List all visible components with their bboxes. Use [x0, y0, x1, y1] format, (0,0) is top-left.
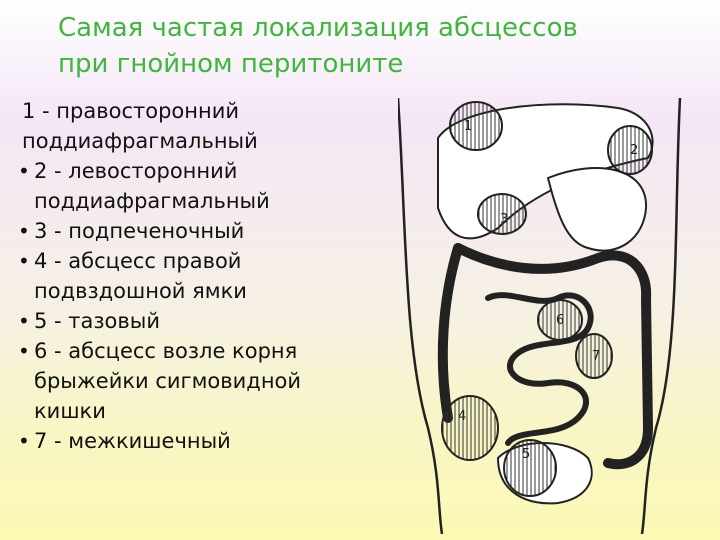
bullet-icon: • — [18, 309, 30, 333]
slide-title: Самая частая локализация абсцессов при г… — [58, 10, 658, 82]
abscess-zone-6: 6 — [537, 299, 583, 341]
list-item-text: подвздошной ямки — [34, 279, 247, 303]
list-item: • 6 - абсцесс возле корня брыжейки сигмо… — [18, 336, 348, 426]
torso-outline — [398, 98, 682, 534]
list-item-text: 1 - правосторонний — [22, 99, 240, 123]
list-item: • 5 - тазовый — [18, 306, 348, 336]
abscess-zone-7: 7 — [575, 333, 613, 379]
abscess-zone-1: 1 — [449, 101, 503, 151]
list-item-text: 4 - абсцесс правой — [34, 249, 242, 273]
title-line-1: Самая частая локализация абсцессов — [58, 13, 578, 43]
colon-shape — [453, 243, 654, 470]
abdominal-abscess-diagram: 1 2 3 6 7 4 5 — [398, 98, 682, 534]
list-item-text: 5 - тазовый — [34, 309, 161, 333]
list-item-text: брыжейки сигмовидной — [34, 369, 302, 393]
zone-label-2: 2 — [630, 143, 638, 158]
list-item-text: 2 - левосторонний — [34, 159, 238, 183]
bullet-icon: • — [18, 219, 30, 243]
zone-label-4: 4 — [458, 409, 466, 424]
title-line-2: при гнойном перитоните — [58, 49, 404, 79]
list-item: • 3 - подпеченочный — [18, 216, 348, 246]
small-intestine — [485, 292, 594, 446]
ascending-colon — [437, 243, 463, 423]
list-item: • 7 - межкишечный — [18, 426, 348, 456]
list-item-text: поддиафрагмальный — [22, 129, 258, 153]
list-item-text: поддиафрагмальный — [34, 189, 270, 213]
list-item: • 4 - абсцесс правой подвздошной ямки — [18, 246, 348, 306]
zone-label-3: 3 — [500, 212, 508, 227]
list-item-text: 7 - межкишечный — [34, 429, 231, 453]
list-item: 1 - правосторонний поддиафрагмальный — [18, 96, 348, 156]
abscess-list: 1 - правосторонний поддиафрагмальный • 2… — [18, 96, 348, 456]
zone-label-1: 1 — [464, 119, 472, 134]
bullet-icon: • — [18, 339, 30, 363]
bullet-icon: • — [18, 159, 30, 183]
abscess-zone-4: 4 — [441, 395, 499, 461]
zone-label-6: 6 — [556, 313, 564, 328]
list-item-text: кишки — [34, 399, 106, 423]
zone-label-5: 5 — [522, 447, 530, 462]
abscess-zone-5: 5 — [503, 439, 557, 497]
stomach-shape — [546, 167, 648, 252]
bullet-icon: • — [18, 249, 30, 273]
abscess-zone-3: 3 — [477, 193, 527, 235]
list-item: • 2 - левосторонний поддиафрагмальный — [18, 156, 348, 216]
zone-label-7: 7 — [592, 349, 600, 364]
list-item-text: 3 - подпеченочный — [34, 219, 245, 243]
list-item-text: 6 - абсцесс возле корня — [34, 339, 298, 363]
bullet-icon: • — [18, 429, 30, 453]
abscess-zone-2: 2 — [607, 125, 653, 175]
